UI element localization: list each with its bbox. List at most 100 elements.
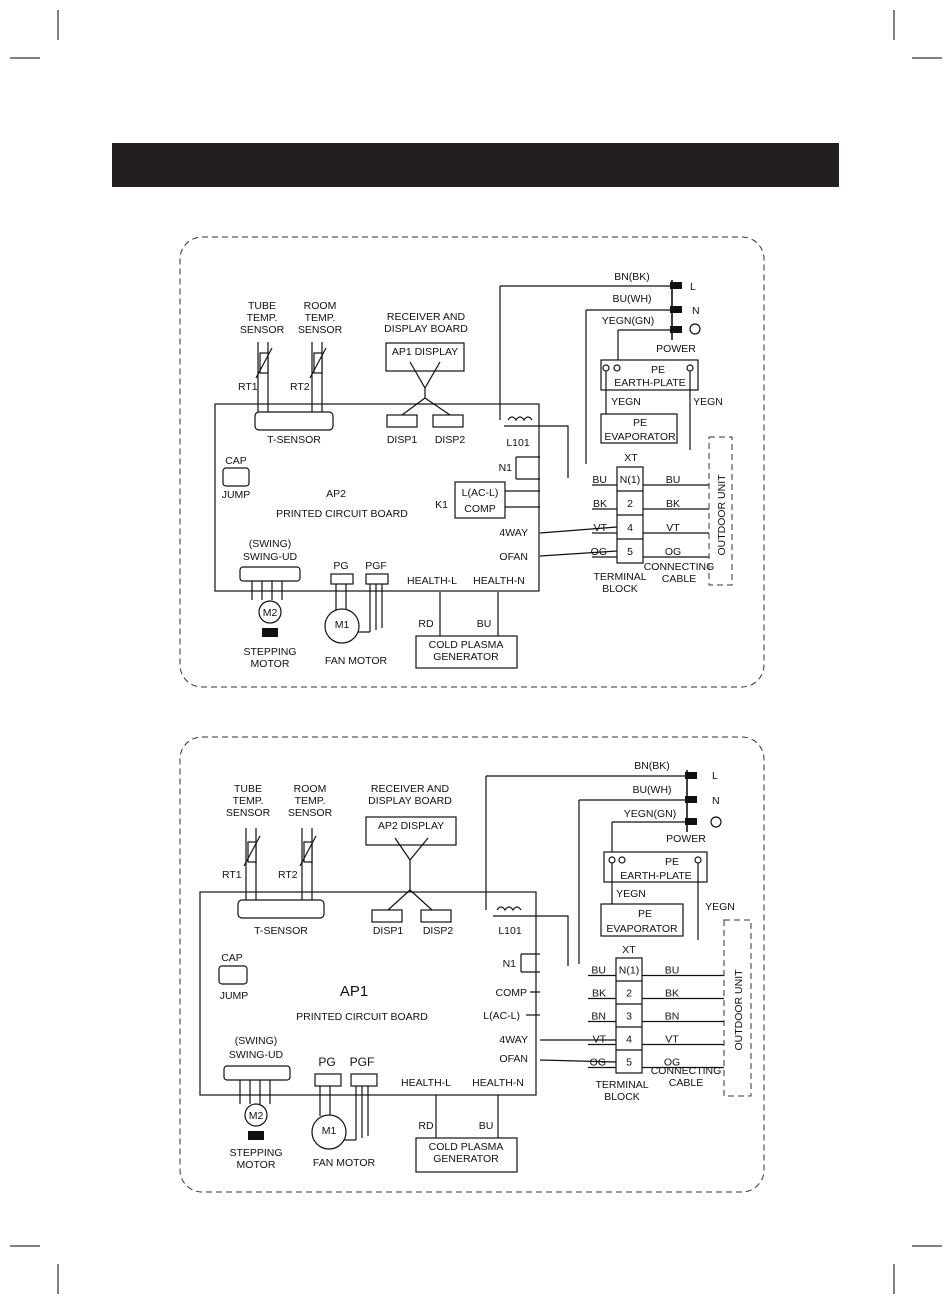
- ap-label: AP2: [326, 488, 346, 500]
- m1-label: M1: [322, 1125, 337, 1137]
- pcb-label: PRINTED CIRCUIT BOARD: [296, 1011, 428, 1023]
- cap-label: CAP: [221, 952, 243, 964]
- rt1-label: RT1: [238, 381, 258, 393]
- bn-bk-label: BN(BK): [614, 271, 650, 283]
- swing-ud-label: SWING-UD: [243, 551, 298, 563]
- wire-right-label: VT: [665, 1034, 679, 1046]
- plasma-generator-box: [415, 1137, 518, 1173]
- stepping-motor-base: [248, 1131, 264, 1140]
- power-label: POWER: [666, 833, 706, 845]
- l-terminal-label: L: [690, 281, 696, 293]
- swing-connector: [223, 1065, 291, 1081]
- disp1-connector: [371, 909, 403, 923]
- health-n-label: HEALTH-N: [472, 1077, 524, 1089]
- diagram-2-frame: [179, 736, 765, 1193]
- pgf-connector: [365, 573, 389, 585]
- pg-connector: [314, 1073, 342, 1087]
- disp2-label: DISP2: [435, 434, 466, 446]
- terminal-label: 2: [627, 498, 633, 510]
- earth-pe-label: PE: [665, 856, 679, 868]
- wire-left-label: BN: [591, 1011, 606, 1023]
- wire-right-label: BU: [666, 474, 681, 486]
- stepping-motor-base: [262, 628, 278, 637]
- pg-connector: [330, 573, 354, 585]
- disp1-label: DISP1: [373, 925, 404, 937]
- four-way-label: 4WAY: [499, 527, 528, 539]
- pcb-board: [199, 891, 537, 1096]
- cap-label: CAP: [225, 455, 247, 467]
- pg-label: PG: [318, 1055, 335, 1069]
- t-sensor-label: T-SENSOR: [254, 925, 308, 937]
- evaporator-label: EVAPORATOR: [604, 431, 676, 443]
- pgf-label: PGF: [365, 560, 387, 572]
- crop-marks: [10, 10, 942, 1294]
- m1-label: M1: [335, 619, 350, 631]
- lac-label: L(AC-L): [462, 487, 499, 499]
- cap-jump-connector: [222, 467, 250, 487]
- swing-connector: [239, 566, 301, 582]
- wire-right-label: OG: [665, 546, 681, 558]
- outdoor-unit-label: OUTDOOR UNIT: [716, 474, 728, 556]
- wire-left-label: BK: [593, 498, 607, 510]
- fan-motor-label: FAN MOTOR: [325, 655, 388, 667]
- wire-right-label: BU: [665, 965, 680, 977]
- t-sensor-label: T-SENSOR: [267, 434, 321, 446]
- t-sensor-connector: [237, 899, 325, 919]
- bu-wh-label: BU(WH): [632, 784, 671, 796]
- l101-label: L101: [506, 437, 530, 449]
- evap-pe-label: PE: [633, 417, 647, 429]
- l101-coil-icon: [496, 906, 522, 912]
- terminal-label: 5: [626, 1057, 632, 1069]
- ap-label: AP1: [340, 983, 368, 1000]
- disp1-label: DISP1: [387, 434, 418, 446]
- display-board-box: [365, 816, 457, 846]
- yegn-evap-label: YEGN: [611, 396, 641, 408]
- terminal-block-box: [615, 957, 643, 1074]
- m2-motor-icon: [258, 600, 282, 624]
- disp2-connector: [432, 414, 464, 428]
- swing-label: (SWING): [235, 1035, 278, 1047]
- l-terminal-label: L: [712, 770, 718, 782]
- wire-right-label: BK: [666, 498, 680, 510]
- terminal-label: 4: [627, 522, 633, 534]
- lac-label: L(AC-L): [483, 1010, 520, 1022]
- health-l-label: HEALTH-L: [401, 1077, 451, 1089]
- disp1-connector: [386, 414, 418, 428]
- outdoor-unit-box: [723, 919, 752, 1097]
- health-l-label: HEALTH-L: [407, 575, 457, 587]
- rt2-label: RT2: [290, 381, 310, 393]
- wire-right-label: BK: [665, 988, 679, 1000]
- yegn-outdoor-label: YEGN: [705, 901, 735, 913]
- wire-left-label: BK: [592, 988, 606, 1000]
- plasma-generator-box: [415, 635, 518, 669]
- wire-left-label: OG: [590, 1057, 606, 1069]
- m1-fan-motor-icon: [311, 1114, 347, 1150]
- t-sensor-connector: [254, 411, 334, 431]
- jump-label: JUMP: [220, 990, 249, 1002]
- display-board-box: [385, 342, 465, 372]
- display-board-label: AP1 DISPLAY: [392, 346, 458, 358]
- earth-plate-label: EARTH-PLATE: [614, 377, 685, 389]
- evaporator-box: [600, 413, 678, 444]
- earth-plate-label: EARTH-PLATE: [620, 870, 691, 882]
- bu-gen-label: BU: [477, 618, 492, 630]
- evaporator-label: EVAPORATOR: [606, 923, 678, 935]
- bn-bk-label: BN(BK): [634, 760, 670, 772]
- yegn-evap-label: YEGN: [616, 888, 646, 900]
- xt-label: XT: [622, 944, 636, 956]
- terminal-label: 4: [626, 1034, 632, 1046]
- rd-label: RD: [418, 1120, 434, 1132]
- cap-jump-connector: [218, 965, 248, 985]
